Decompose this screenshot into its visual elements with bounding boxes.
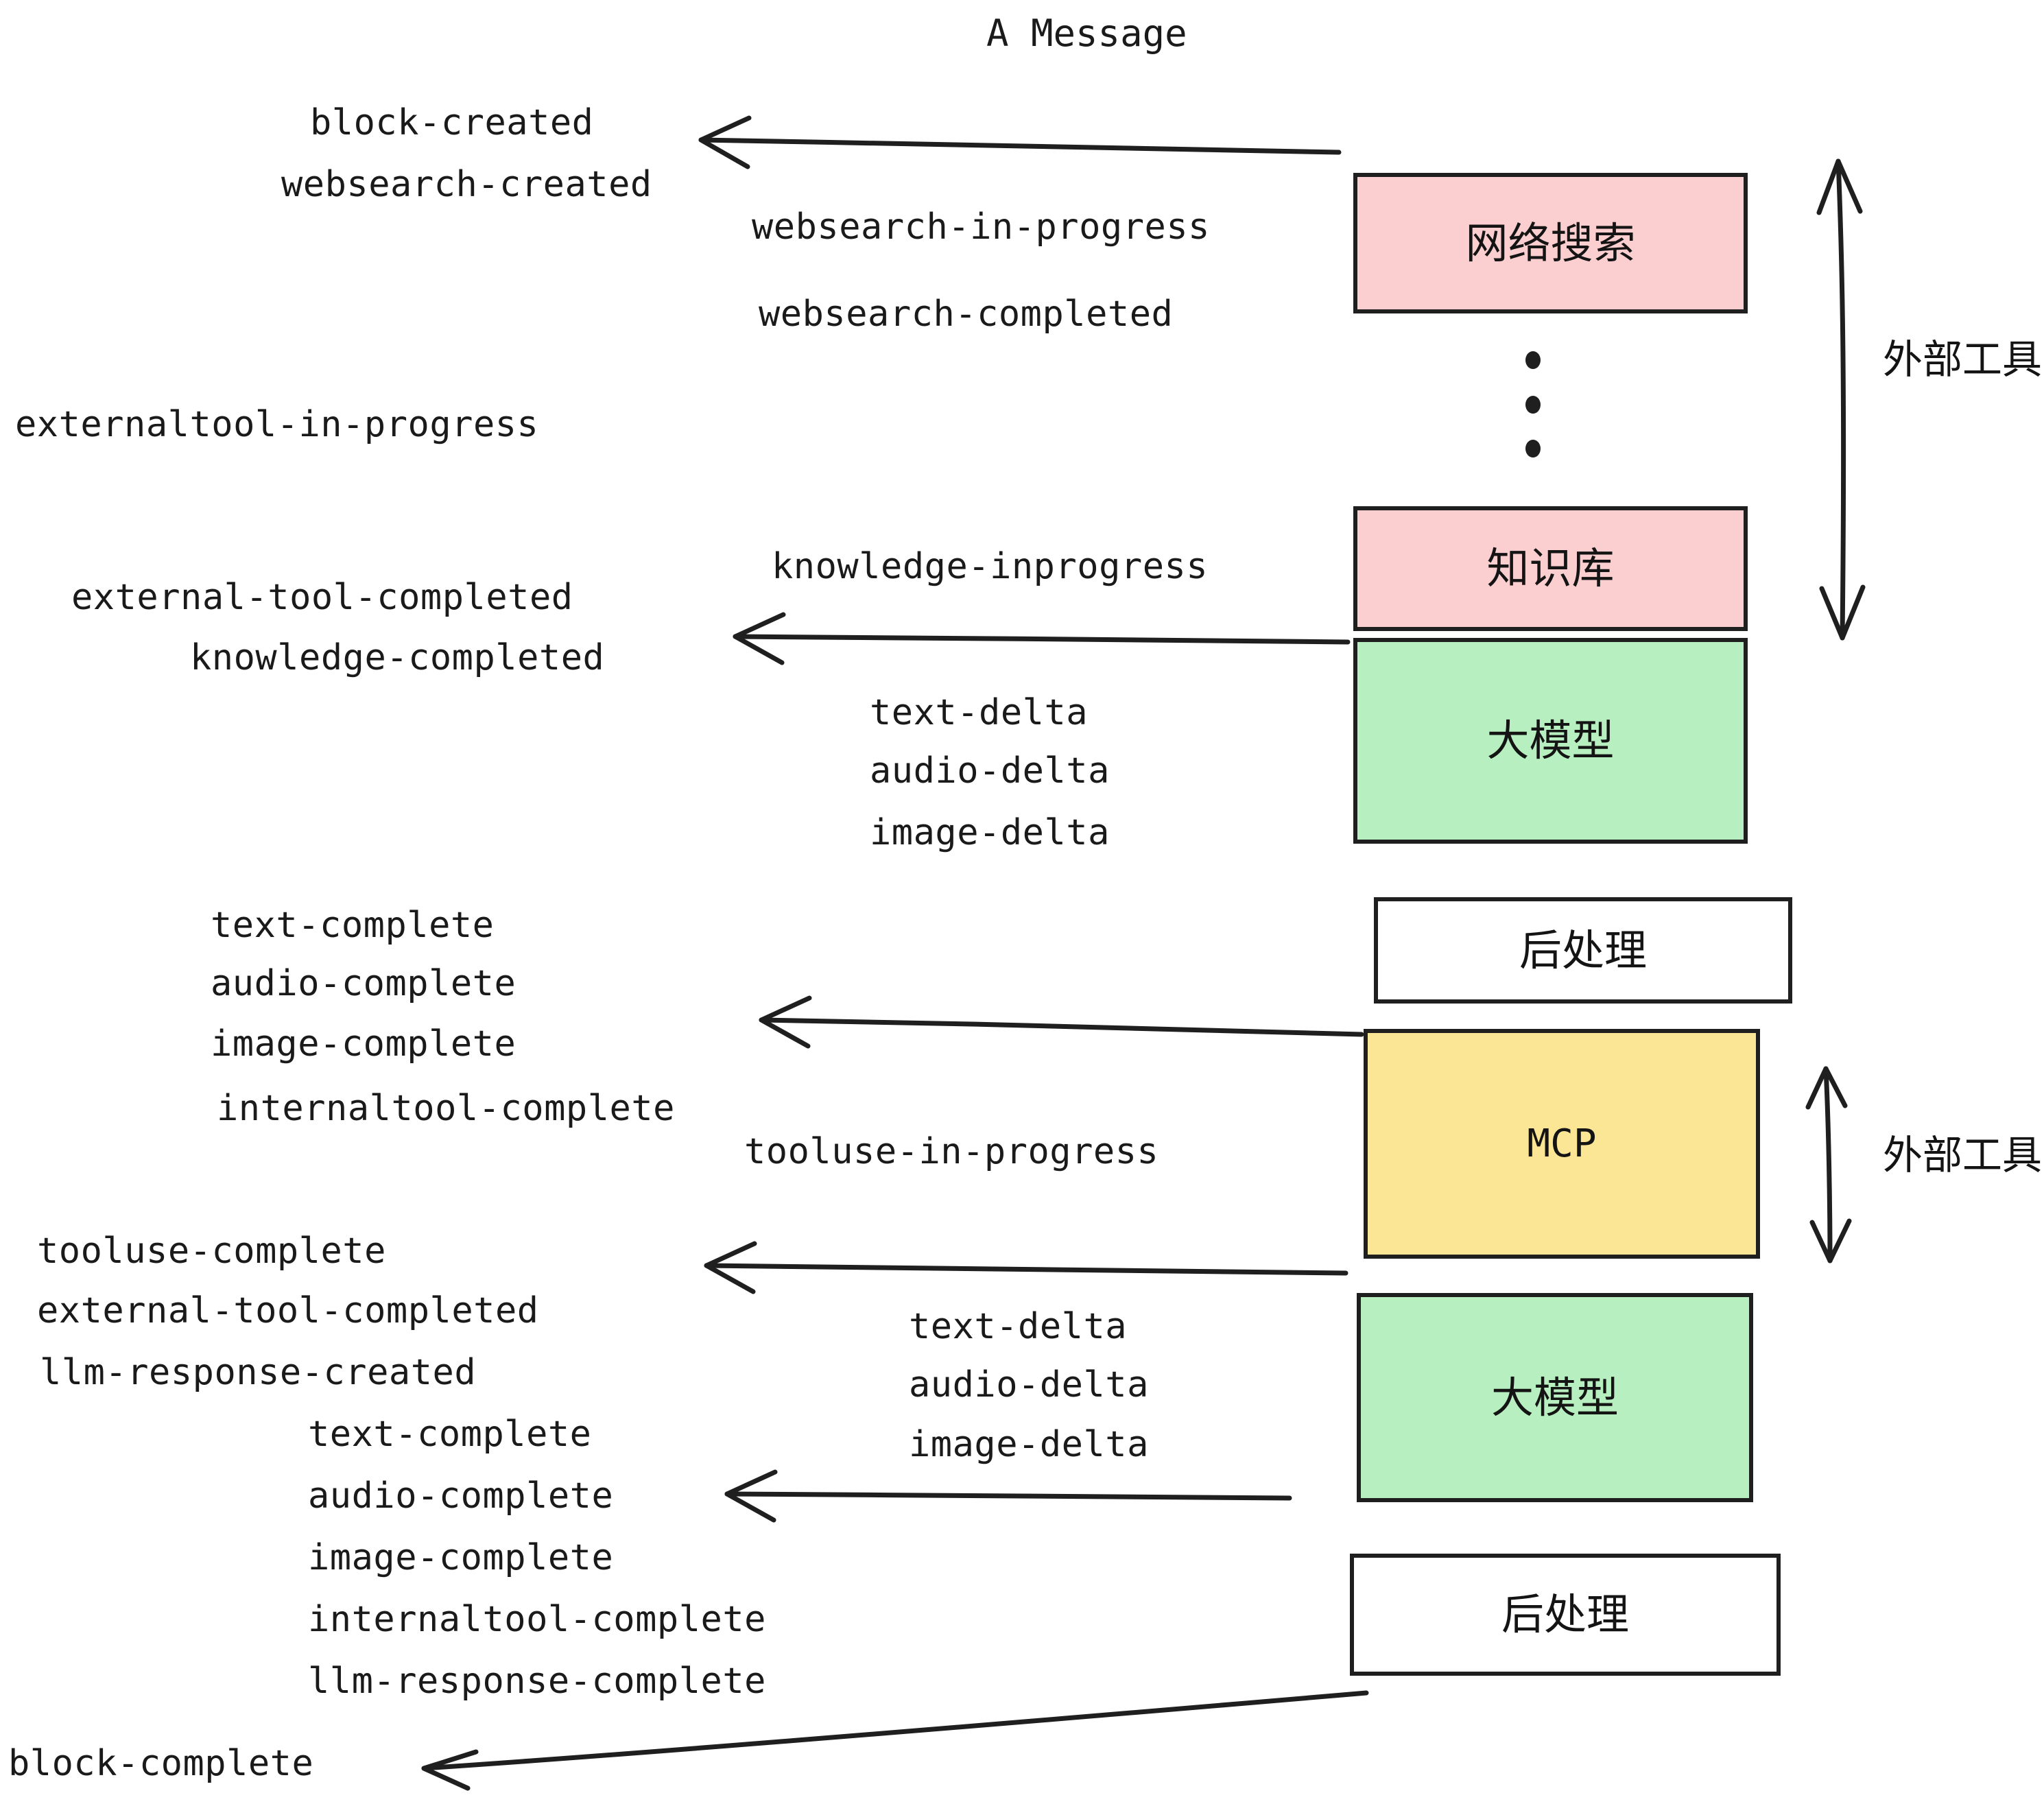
event-label-audio-delta-2: audio-delta [909, 1364, 1149, 1405]
arrow-llm2-to-audio-complete [724, 1469, 1292, 1523]
event-label-knowledge-inprogress: knowledge-inprogress [772, 546, 1209, 587]
node-postprocess-1[interactable]: 后处理 [1374, 897, 1792, 1004]
side-label-external-tools-top: 外部工具 [1883, 336, 2043, 383]
event-label-llm-response-created: llm-response-created [40, 1352, 477, 1393]
side-label-external-tools-bottom: 外部工具 [1883, 1132, 2043, 1178]
event-label-websearch-in-progress: websearch-in-progress [752, 206, 1210, 248]
node-mcp[interactable]: MCP [1364, 1029, 1760, 1259]
event-label-internaltool-complete-2: internaltool-complete [308, 1599, 766, 1640]
ellipsis-dot [1525, 351, 1541, 369]
node-llm-2[interactable]: 大模型 [1357, 1293, 1753, 1502]
arrow-websearch-to-created [698, 115, 1342, 169]
node-knowledge[interactable]: 知识库 [1353, 506, 1748, 631]
event-label-image-complete-2: image-complete [308, 1537, 614, 1578]
event-label-block-created: block-created [310, 102, 594, 143]
arrow-post-to-image-complete [759, 995, 1364, 1049]
event-label-image-complete-1: image-complete [211, 1023, 516, 1065]
event-label-text-delta-2: text-delta [909, 1306, 1128, 1347]
arrow-knowledge-to-completed [733, 612, 1351, 665]
event-label-audio-complete-1: audio-complete [211, 963, 516, 1004]
event-label-external-tool-completed-1: external-tool-completed [71, 577, 573, 618]
event-label-websearch-created: websearch-created [281, 164, 652, 205]
arrow-mcp-to-tooluse-complete [704, 1241, 1348, 1294]
external-tools-arrow-bottom [1805, 1066, 1852, 1263]
ellipsis-dot [1525, 440, 1541, 458]
node-label-mcp: MCP [1527, 1121, 1597, 1166]
node-websearch[interactable]: 网络搜索 [1353, 173, 1748, 313]
event-label-text-delta-1: text-delta [870, 692, 1089, 733]
node-llm-1[interactable]: 大模型 [1353, 638, 1748, 844]
event-label-externaltool-in-progress: externaltool-in-progress [15, 404, 539, 445]
event-label-llm-response-complete: llm-response-complete [308, 1661, 766, 1702]
node-label-knowledge: 知识库 [1486, 543, 1615, 593]
event-label-websearch-completed: websearch-completed [759, 294, 1174, 335]
event-label-block-complete: block-complete [8, 1743, 314, 1784]
event-label-text-complete-2: text-complete [308, 1414, 592, 1455]
event-label-tooluse-in-progress: tooluse-in-progress [744, 1131, 1159, 1172]
event-label-audio-complete-2: audio-complete [308, 1475, 614, 1517]
node-label-postprocess-2: 后处理 [1501, 1589, 1629, 1639]
event-label-internaltool-complete-1: internaltool-complete [217, 1088, 675, 1129]
event-label-image-delta-1: image-delta [870, 812, 1110, 853]
page-title: A Message [986, 12, 1187, 55]
event-label-text-complete-1: text-complete [211, 905, 495, 946]
vertical-ellipsis-icon [1523, 351, 1543, 458]
arrow-post2-to-block-complete [421, 1690, 1369, 1791]
external-tools-arrow-top [1816, 158, 1866, 641]
event-label-external-tool-completed-2: external-tool-completed [37, 1290, 539, 1331]
event-label-audio-delta-1: audio-delta [870, 750, 1110, 792]
node-label-llm-2: 大模型 [1490, 1372, 1619, 1423]
node-label-postprocess-1: 后处理 [1519, 925, 1647, 975]
node-label-websearch: 网络搜索 [1465, 217, 1636, 268]
event-label-image-delta-2: image-delta [909, 1424, 1149, 1465]
event-label-knowledge-completed: knowledge-completed [190, 637, 605, 678]
event-label-tooluse-complete: tooluse-complete [37, 1231, 386, 1272]
node-postprocess-2[interactable]: 后处理 [1350, 1554, 1781, 1676]
ellipsis-dot [1525, 395, 1541, 414]
node-label-llm-1: 大模型 [1486, 715, 1615, 765]
